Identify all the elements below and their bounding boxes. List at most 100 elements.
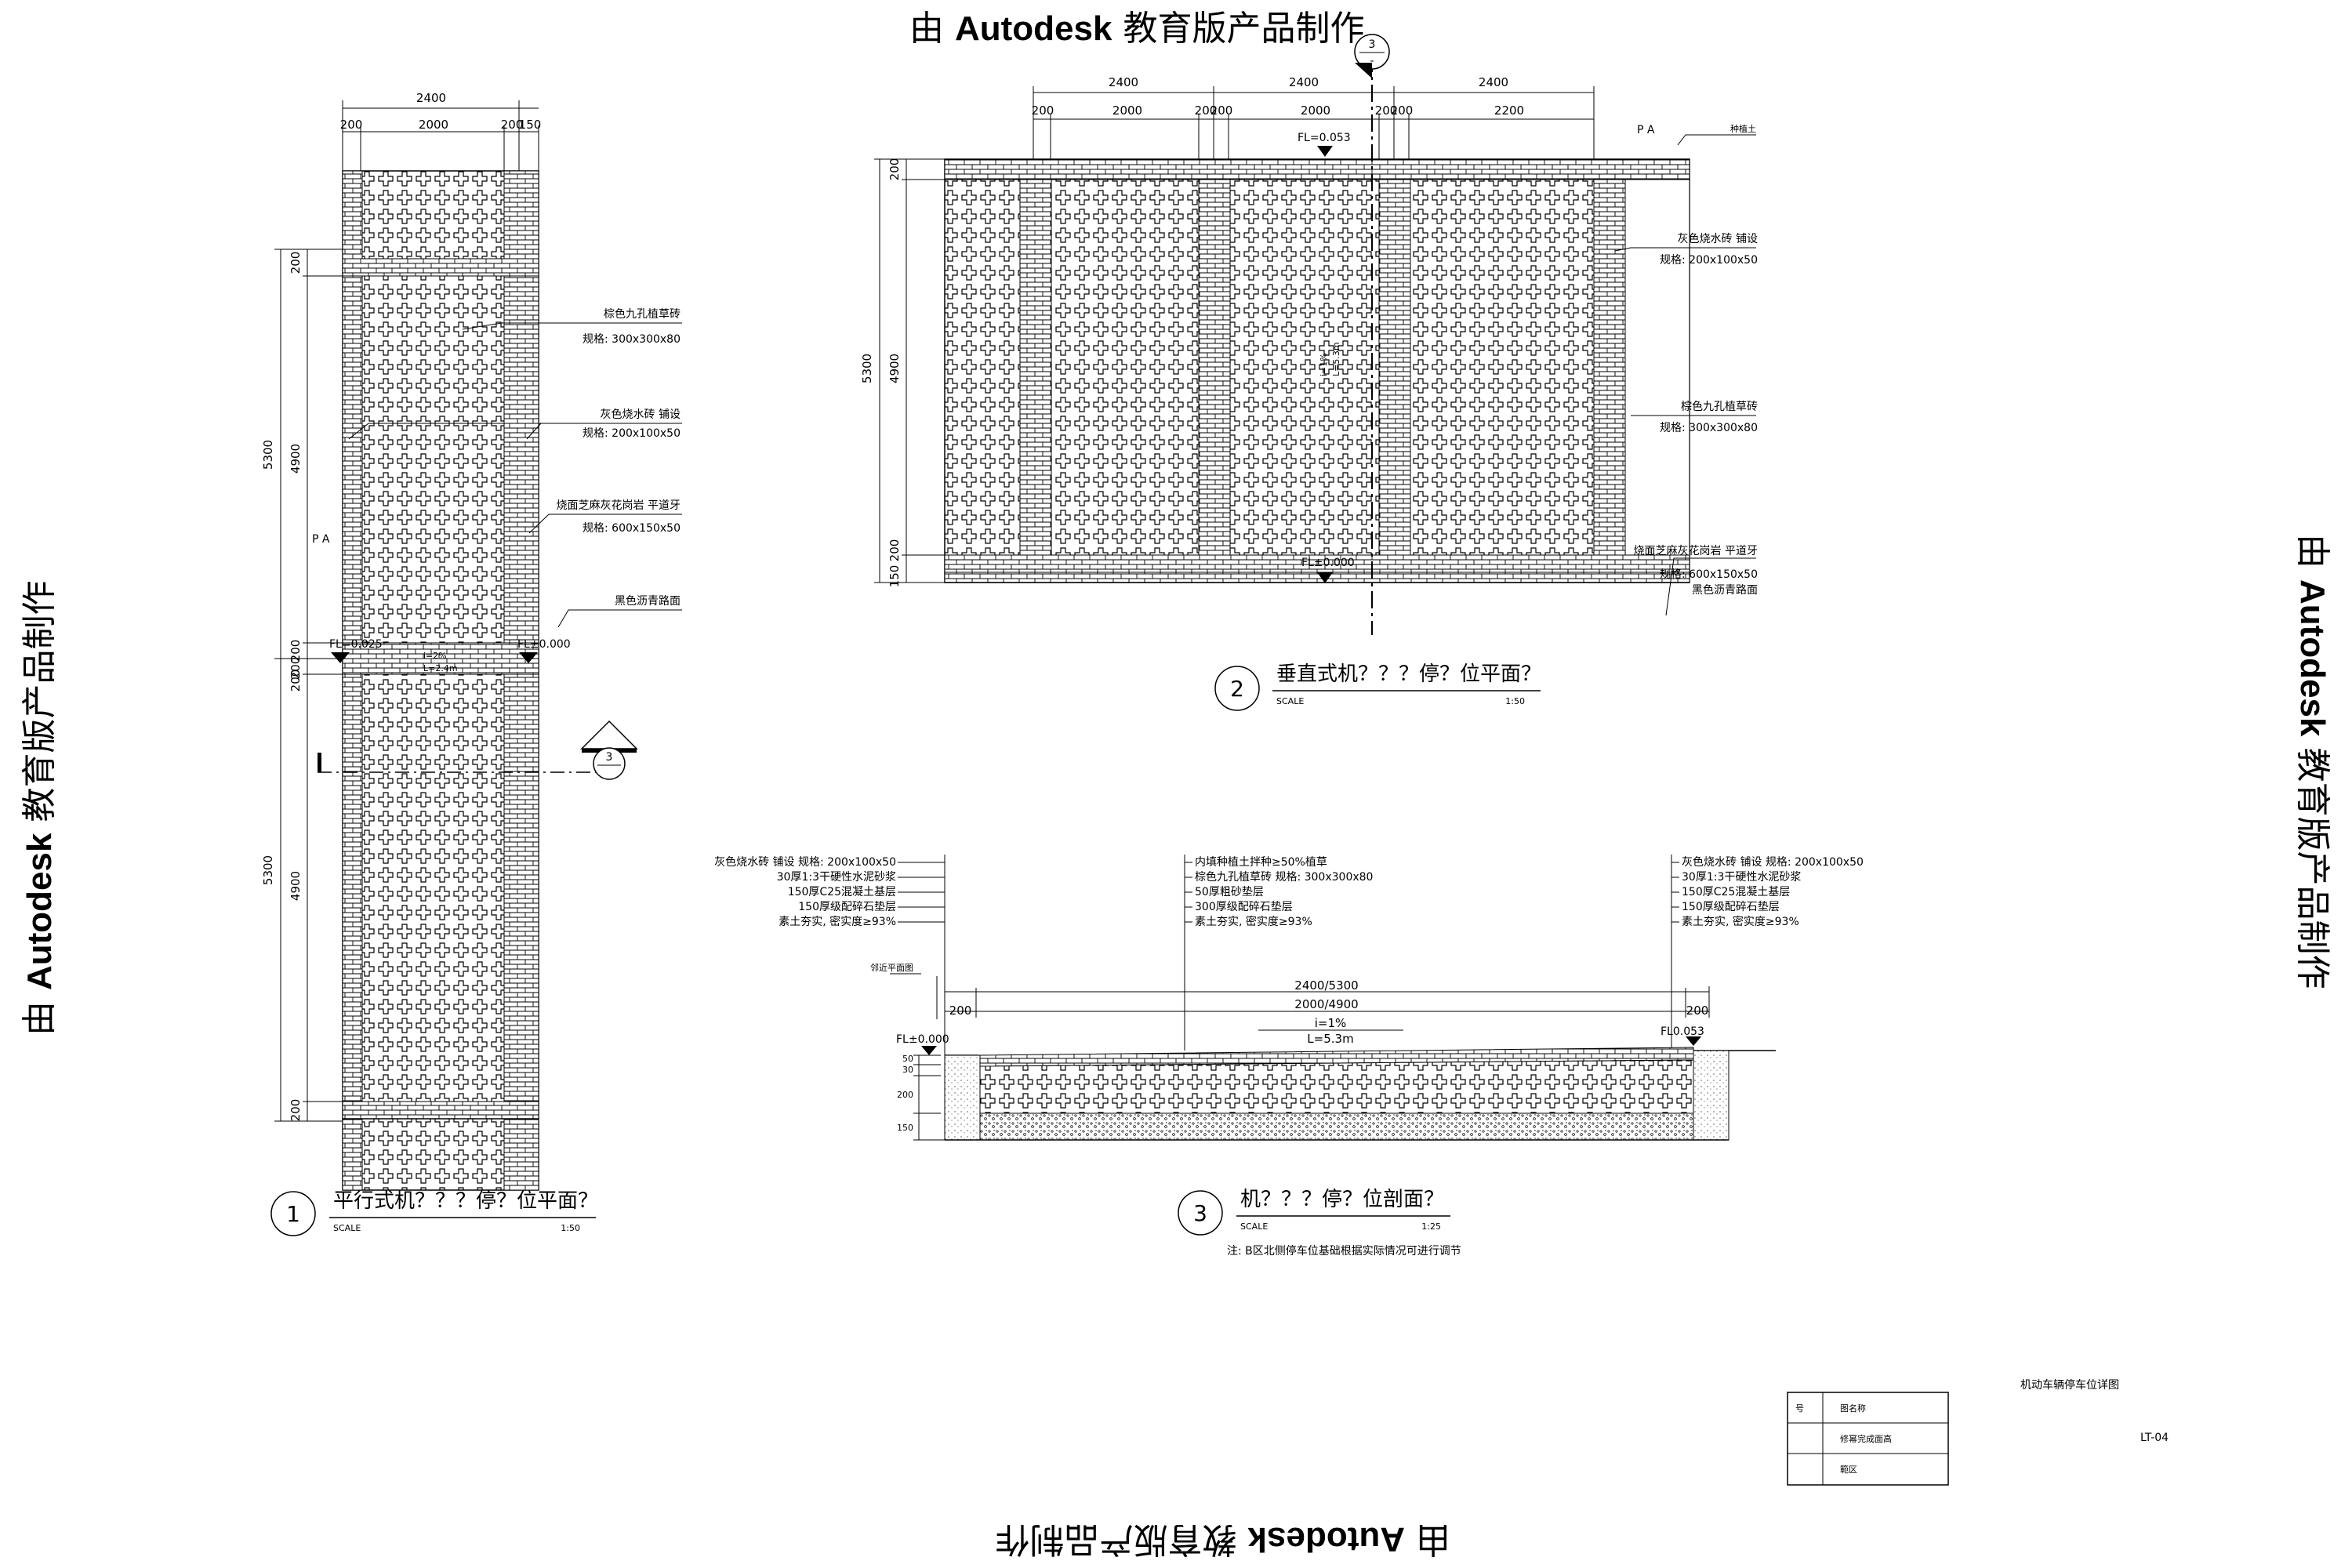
d1-callout-leaders xyxy=(348,322,682,628)
d1-callout-1-spec: 规格: 300x300x80 xyxy=(583,333,681,346)
title-block-row-3-col-2: 範区 xyxy=(1840,1464,1857,1475)
d1-callout-3-name: 烧面芝麻灰花岗岩 平道牙 xyxy=(557,499,681,512)
d2-dim-top-outer-3: 2400 xyxy=(1479,75,1508,89)
d1-callout-3-spec: 规格: 600x150x50 xyxy=(583,522,681,535)
d3-mid-layer-5: 素土夯实, 密实度≥93% xyxy=(1195,915,1312,928)
d1-title-circle xyxy=(270,1191,316,1236)
d3-depth-2: 30 xyxy=(902,1065,913,1075)
d2-top-band xyxy=(944,158,1690,180)
d2-slope-length: L=5.3m xyxy=(1331,342,1341,376)
d2-left-dimensions xyxy=(874,158,945,583)
parallel-parking-plan: 2400 200 2000 200 150 5300 5300 200 4900… xyxy=(261,91,682,1236)
d3-mid-layer-2: 棕色九孔植草砖 规格: 300x300x80 xyxy=(1195,870,1373,884)
d2-soil-strip xyxy=(1624,179,1690,556)
d3-leaders xyxy=(898,855,1679,1066)
d3-right-layer-4: 150厚级配碎石垫层 xyxy=(1682,901,1780,913)
d3-left-layer-1: 灰色烧水砖 铺设 规格: 200x100x50 xyxy=(714,855,896,869)
title-block-drawing-name: 机动车辆停车位详图 xyxy=(2020,1378,2119,1392)
d2-callout-4-name: 黑色沥青路面 xyxy=(1692,583,1758,597)
d2-dim-top-inner-6: 200 xyxy=(1375,103,1398,118)
perpendicular-parking-plan: 2400 2400 2400 200 2000 200 200 2000 200… xyxy=(860,34,1758,711)
d1-dim-top-2: 2000 xyxy=(419,118,448,132)
d1-callout-4-name: 黑色沥青路面 xyxy=(615,594,681,608)
title-block-table xyxy=(1787,1392,1949,1486)
d2-bottom-band xyxy=(944,554,1690,583)
d3-gravel-layer xyxy=(979,1112,1694,1141)
d2-slope: i=1% xyxy=(1319,353,1329,376)
d2-callout-1-name: 灰色烧水砖 铺设 xyxy=(1678,232,1758,245)
d2-title-circle xyxy=(1214,666,1260,711)
d3-depth-1: 50 xyxy=(902,1054,913,1064)
d1-left-dimensions xyxy=(274,249,343,1122)
d3-mid-layer-3: 50厚粗砂垫层 xyxy=(1195,886,1264,898)
d1-slope-length: L=2.4m xyxy=(423,663,458,673)
d1-dim-left-inner-1: 200 xyxy=(289,252,303,274)
title-block-row-1-col-2: 图名称 xyxy=(1840,1403,1866,1414)
d2-scale-label: SCALE xyxy=(1276,696,1304,706)
d3-dimensions xyxy=(944,986,1710,1031)
d1-fl-marker-right xyxy=(519,652,538,663)
d3-fl-marker-left xyxy=(921,1046,937,1055)
d3-right-layer-2: 30厚1:3干硬性水泥砂浆 xyxy=(1682,871,1801,884)
d2-callout-3-name: 烧面芝麻灰花岗岩 平道牙 xyxy=(1634,545,1758,557)
d2-callout-2-name: 棕色九孔植草砖 xyxy=(1681,400,1758,413)
d1-callout-2-name: 灰色烧水砖 铺设 xyxy=(601,408,681,421)
d3-mid-layer-4: 300厚级配碎石垫层 xyxy=(1195,901,1293,913)
d1-title-number: 1 xyxy=(286,1201,300,1227)
d2-paver-area xyxy=(944,158,1690,583)
d3-fl-right: FL0.053 xyxy=(1661,1025,1704,1038)
d2-dim-top-inner-5: 2000 xyxy=(1301,103,1330,118)
d1-callout-1-name: 棕色九孔植草砖 xyxy=(604,307,681,321)
d1-section-marker-circle xyxy=(593,747,626,780)
d2-section-marker-sub: - xyxy=(1370,55,1374,67)
d1-fl-left: FL=0.025 xyxy=(329,638,383,651)
d1-dim-left-inner-5: 200 xyxy=(289,670,303,692)
d3-left-layer-3: 150厚C25混凝土基层 xyxy=(788,885,896,898)
d1-left-border xyxy=(342,170,363,1191)
d3-left-curb xyxy=(944,1054,981,1141)
d3-right-layer-1: 灰色烧水砖 铺设 规格: 200x100x50 xyxy=(1682,855,1864,869)
d1-dim-left-inner-6: 4900 xyxy=(289,871,303,901)
d3-slope: i=1% xyxy=(1315,1016,1347,1030)
d2-dim-left-inner-2: 4900 xyxy=(887,354,902,383)
d2-section-marker-no: 3 xyxy=(1369,38,1376,51)
d3-left-layer-2: 30厚1:3干硬性水泥砂浆 xyxy=(777,871,896,884)
d1-band-2 xyxy=(342,642,539,675)
d3-dim-right: 200 xyxy=(1686,1004,1709,1018)
d1-dim-left-inner-7: 200 xyxy=(289,1099,303,1122)
d3-left-layer-5: 素土夯实, 密实度≥93% xyxy=(779,915,896,928)
d2-fl-bottom: FL±0.000 xyxy=(1301,557,1355,569)
d1-dim-top-total: 2400 xyxy=(416,91,446,105)
d1-dim-left-inner-2: 4900 xyxy=(289,444,303,474)
d2-fl-top: FL=0.053 xyxy=(1298,132,1351,144)
d1-dim-top-1: 200 xyxy=(340,118,363,132)
d2-dim-top-outer-1: 2400 xyxy=(1109,75,1138,89)
d2-divider-2 xyxy=(1198,179,1231,556)
d3-right-layer-3: 150厚C25混凝土基层 xyxy=(1682,885,1790,898)
d3-depth-3: 200 xyxy=(897,1090,913,1100)
d2-dim-top-inner-1: 200 xyxy=(1032,103,1054,118)
d3-dim-left: 200 xyxy=(949,1004,972,1018)
d3-fl-marker-right xyxy=(1686,1036,1701,1046)
title-block-row-1-col-1: 号 xyxy=(1795,1403,1804,1414)
d2-dim-top-outer-2: 2400 xyxy=(1289,75,1319,89)
d2-dim-left-inner-4: 150 xyxy=(887,565,902,588)
d1-section-marker xyxy=(580,720,638,750)
title-block-code: LT-04 xyxy=(2140,1432,2169,1444)
d2-divider-3 xyxy=(1378,179,1411,556)
d3-slope-length: L=5.3m xyxy=(1307,1032,1353,1046)
d1-top-dimensions xyxy=(342,100,539,172)
d3-fl-left: FL±0.000 xyxy=(896,1033,949,1046)
d3-ref-label: 邻近平面图 xyxy=(870,963,913,973)
d2-dim-left-inner-3: 200 xyxy=(887,539,902,562)
d1-band-1 xyxy=(342,258,539,277)
d1-section-marker-no: 3 xyxy=(606,751,613,764)
d2-callout-leaders xyxy=(1614,134,1756,616)
d1-dim-left-outer-1: 5300 xyxy=(261,440,275,470)
d2-soil-label: 种植土 xyxy=(1730,123,1756,134)
d2-dim-top-inner-8: 2200 xyxy=(1494,103,1524,118)
d3-scale: 1:25 xyxy=(1421,1221,1441,1232)
d1-dim-left-outer-2: 5300 xyxy=(261,855,275,885)
d2-top-dimensions xyxy=(1033,86,1595,161)
d2-dim-top-inner-2: 2000 xyxy=(1112,103,1142,118)
